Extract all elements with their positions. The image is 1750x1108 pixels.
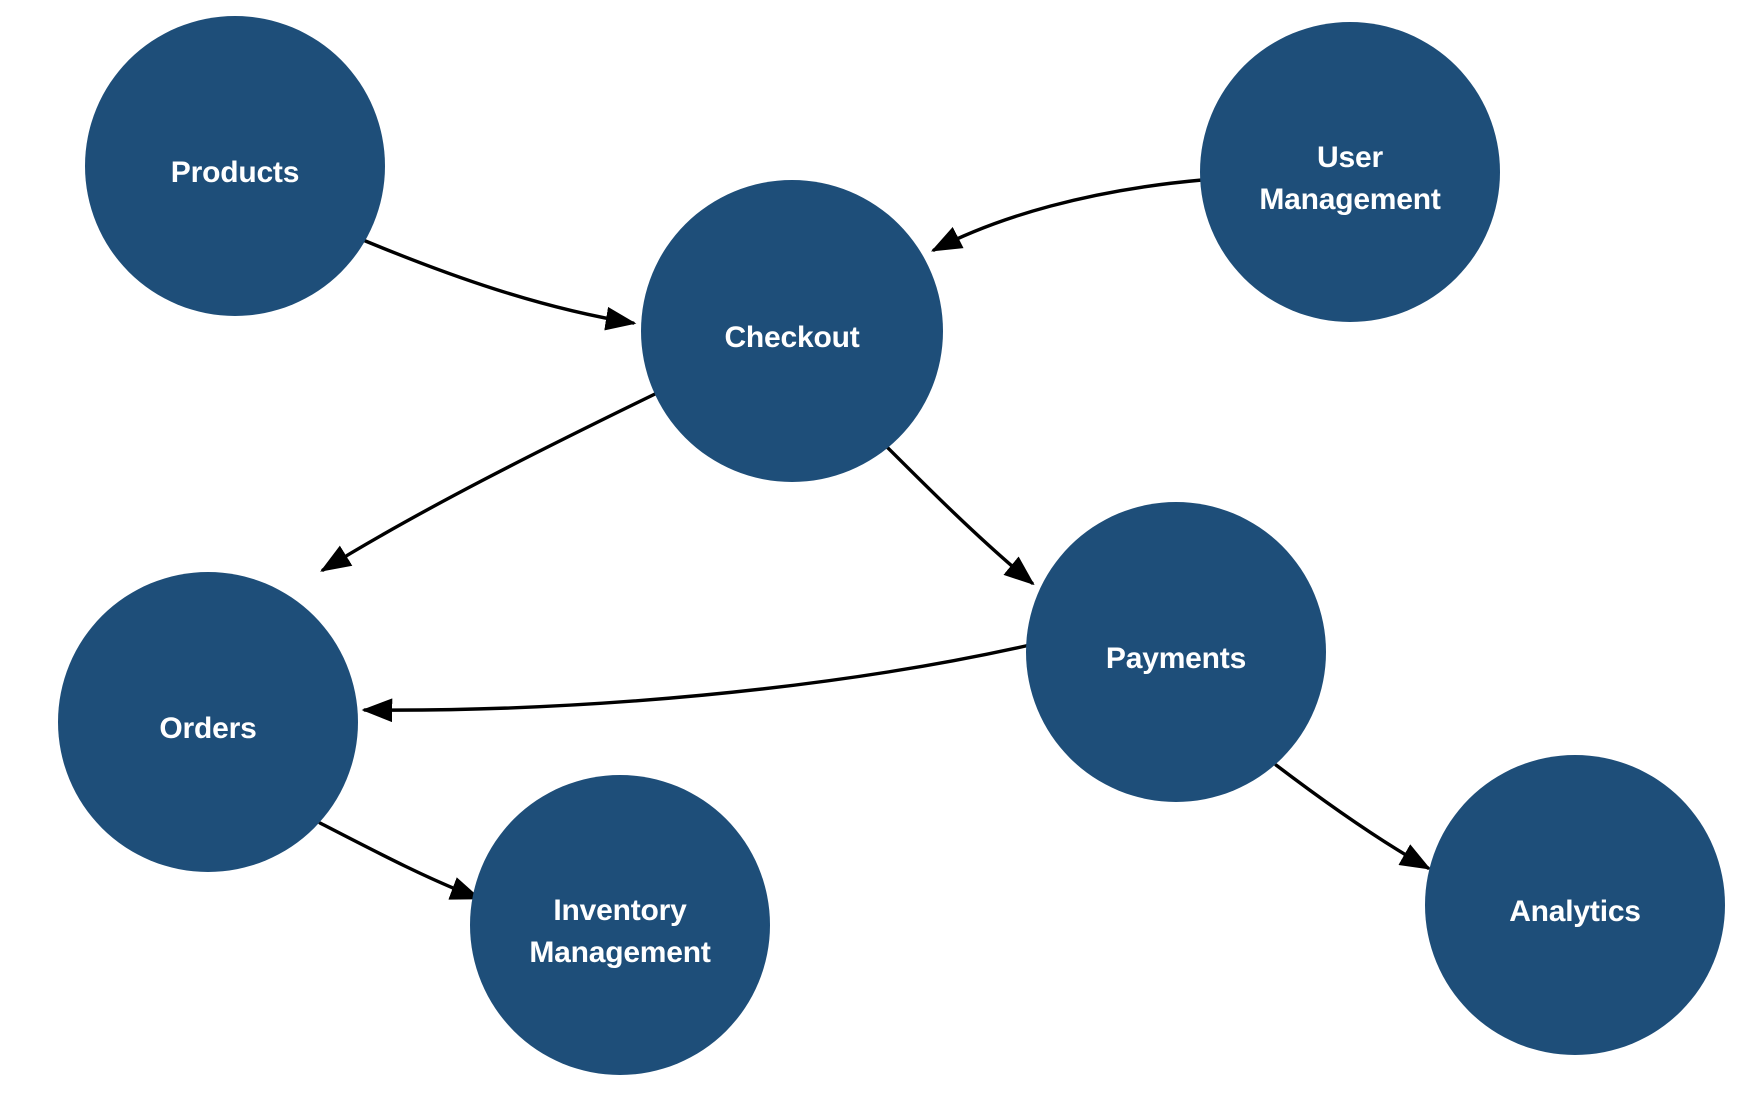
edge-checkout-to-payments[interactable]	[878, 438, 1035, 586]
edge-line-arrow-icon	[320, 392, 657, 572]
node-circle-user-management[interactable]	[1200, 22, 1500, 322]
edge-payments-to-orders[interactable]	[361, 643, 1032, 723]
edges-layer	[318, 178, 1431, 900]
edge-hit-area[interactable]	[365, 645, 1030, 710]
edge-payments-to-analytics[interactable]	[1274, 763, 1431, 870]
edge-line-arrow-icon	[930, 178, 1204, 252]
node-products[interactable]: Products	[85, 16, 385, 316]
edge-line-arrow-icon	[878, 438, 1035, 586]
edge-user-management-to-checkout[interactable]	[930, 178, 1204, 252]
node-circle-payments[interactable]	[1026, 502, 1326, 802]
node-checkout[interactable]: Checkout	[641, 180, 943, 482]
node-circle-checkout[interactable]	[641, 180, 943, 482]
edge-hit-area[interactable]	[363, 240, 633, 323]
edge-line-arrow-icon	[361, 643, 1032, 723]
node-circle-orders[interactable]	[58, 572, 358, 872]
edge-line-arrow-icon	[1274, 763, 1431, 870]
node-payments[interactable]: Payments	[1026, 502, 1326, 802]
edge-line-arrow-icon	[361, 238, 637, 331]
edge-products-to-checkout[interactable]	[361, 238, 637, 331]
node-circle-products[interactable]	[85, 16, 385, 316]
node-circle-analytics[interactable]	[1425, 755, 1725, 1055]
edge-orders-to-inventory-management[interactable]	[318, 821, 482, 900]
node-circle-inventory-management[interactable]	[470, 775, 770, 1075]
edge-hit-area[interactable]	[323, 394, 655, 570]
node-orders[interactable]: Orders	[58, 572, 358, 872]
edge-line-arrow-icon	[318, 821, 482, 900]
node-analytics[interactable]: Analytics	[1425, 755, 1725, 1055]
edge-checkout-to-orders[interactable]	[320, 392, 657, 572]
edge-hit-area[interactable]	[934, 180, 1202, 250]
